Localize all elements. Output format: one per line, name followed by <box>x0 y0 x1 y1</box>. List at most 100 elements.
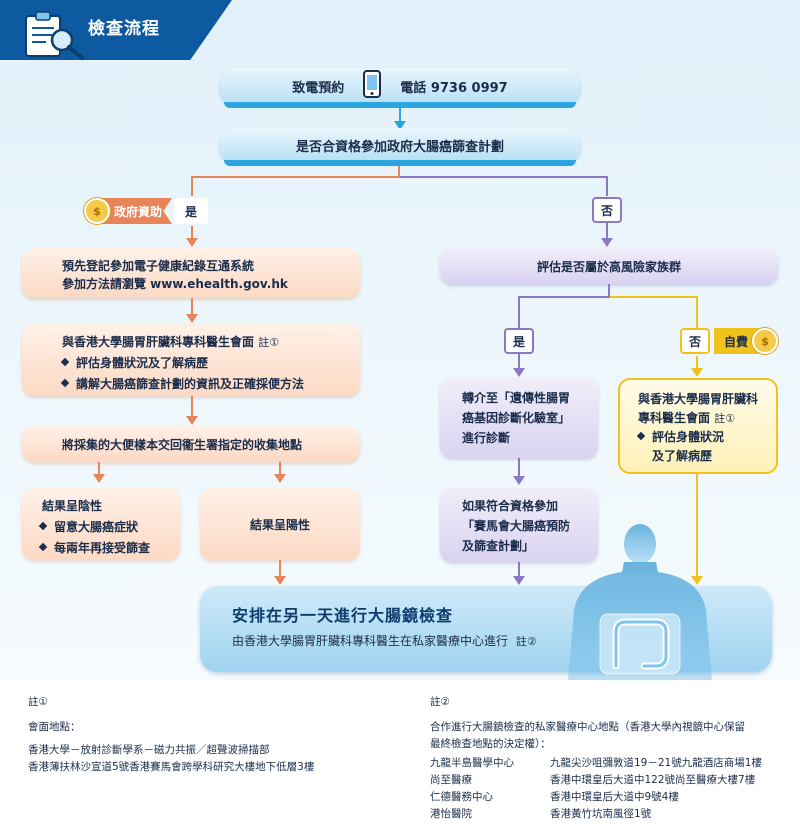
high-risk-box: 評估是否屬於高風險家族群 <box>440 248 778 284</box>
note-label: 註① <box>28 696 48 708</box>
result-positive-box: 結果呈陽性 <box>200 488 360 560</box>
arrow <box>513 368 525 377</box>
referral-line: 進行診斷 <box>462 431 511 445</box>
result-negative-box: 結果呈陰性 留意大腸癌症狀 每兩年再接受篩查 <box>22 488 180 560</box>
consult-left-title: 與香港大學腸胃肝臟科專科醫生會面 <box>62 335 255 349</box>
jc-line: 「賽馬會大腸癌預防 <box>462 519 571 533</box>
note-ref: 註① <box>714 412 736 425</box>
connector <box>518 562 520 578</box>
arrow <box>186 238 198 247</box>
page-title: 檢查流程 <box>88 19 160 39</box>
referral-line: 轉介至「遺傳性腸胃 <box>462 391 571 405</box>
note-line: 香港薄扶林沙宣道5號香港賽馬會跨學科研究大樓地下低層3樓 <box>28 761 315 773</box>
self-pay-tag: 否 自費 $ <box>680 326 790 356</box>
centre-address: 香港中環皇后大道中9號4樓 <box>550 791 679 803</box>
centre-address: 九龍尖沙咀彌敦道19－21號九龍酒店商場1樓 <box>550 757 762 769</box>
no-label: 否 <box>592 197 622 223</box>
centre-name: 港怡醫院 <box>430 808 472 820</box>
final-sub: 由香港大學腸胃肝臟科專科醫生在私家醫療中心進行 <box>232 634 509 648</box>
connector <box>518 458 520 478</box>
connector <box>400 176 608 178</box>
list-item: 及了解病歷 <box>652 449 713 463</box>
connector <box>518 296 610 298</box>
flowchart: 檢查流程 致電預約 電話 9736 0997 是否合資格參加政府大腸癌篩查計劃 … <box>0 0 800 680</box>
booking-label: 致電預約 <box>292 80 345 96</box>
jc-line: 如果符合資格參加 <box>462 499 559 513</box>
arrow <box>513 576 525 585</box>
result-negative-title: 結果呈陰性 <box>42 499 103 513</box>
list-item: 評估身體狀況 <box>652 430 725 444</box>
consult-right-line: 與香港大學腸胃肝臟科 <box>638 392 759 406</box>
connector <box>696 474 698 578</box>
jc-scheme-box: 如果符合資格參加 「賽馬會大腸癌預防 及篩查計劃」 <box>440 488 598 562</box>
subsidy-label: 政府資助 <box>100 198 173 224</box>
connector <box>398 162 400 177</box>
connector <box>191 396 193 418</box>
stool-sample-text: 將採集的大便樣本交回衞生署指定的收集地點 <box>62 437 303 452</box>
list-item: 港怡醫院香港黃竹坑南風徑1號 <box>430 806 794 823</box>
bullet-icon <box>636 431 646 441</box>
high-risk-text: 評估是否屬於高風險家族群 <box>536 259 681 274</box>
connector <box>610 296 698 298</box>
coin-icon: $ <box>752 328 779 354</box>
ehealth-box: 預先登記參加電子健康紀錄互通系統 參加方法請瀏覽 www.ehealth.gov… <box>22 248 360 298</box>
eligibility-box: 是否合資格參加政府大腸癌篩查計劃 <box>220 128 580 166</box>
subsidy-tag: $ 政府資助 是 <box>84 196 214 226</box>
list-item: 尚至醫療 香港中環皇后大道中122號尚至醫療大樓7樓 <box>430 772 794 789</box>
arrow <box>274 474 286 483</box>
connector <box>518 354 520 370</box>
connector <box>279 560 281 578</box>
booking-box: 致電預約 電話 9736 0997 <box>220 68 580 108</box>
booking-phone: 電話 9736 0997 <box>400 80 508 96</box>
connector <box>606 176 608 196</box>
connector <box>191 176 400 178</box>
centre-name: 仁德醫務中心 <box>430 791 493 803</box>
consult-right-box: 與香港大學腸胃肝臟科 專科醫生會面 註① 評估身體狀況 及了解病歷 <box>618 378 778 474</box>
centre-name: 尚至醫療 <box>430 774 472 786</box>
bullet-icon <box>60 378 70 388</box>
arrow <box>513 476 525 485</box>
ehealth-sub: 參加方法請瀏覽 www.ehealth.gov.hk <box>62 277 288 291</box>
connector <box>518 296 520 328</box>
bullet-icon <box>60 357 70 367</box>
connector <box>191 176 193 196</box>
note-heading: 會面地點： <box>28 721 81 733</box>
eligibility-text: 是否合資格參加政府大腸癌篩查計劃 <box>295 139 504 155</box>
consult-right-line: 專科醫生會面 <box>638 411 711 425</box>
connector <box>606 223 608 240</box>
bullet-icon <box>38 521 48 531</box>
result-positive-text: 結果呈陽性 <box>249 517 310 532</box>
arrow <box>186 416 198 425</box>
list-item: 留意大腸癌症狀 <box>54 520 139 534</box>
final-title: 安排在另一天進行大腸鏡檢查 <box>232 606 454 625</box>
note-heading: 合作進行大腸鏡檢查的私家醫療中心地點（香港大學內視鏡中心保留 <box>430 721 745 733</box>
arrow <box>186 314 198 323</box>
coin-icon: $ <box>84 198 110 224</box>
list-item: 仁德醫務中心 香港中環皇后大道中9號4樓 <box>430 789 794 806</box>
consult-left-box: 與香港大學腸胃肝臟科專科醫生會面 註① 評估身體狀況及了解病歷 講解大腸癌篩查計… <box>22 324 360 396</box>
referral-line: 癌基因診斷化驗室」 <box>462 411 571 425</box>
centre-address: 香港中環皇后大道中122號尚至醫療大樓7樓 <box>550 774 756 786</box>
arrow <box>601 238 613 247</box>
bullet-icon <box>38 542 48 552</box>
note-label: 註② <box>430 696 450 708</box>
connector <box>98 462 100 476</box>
note-ref: 註② <box>515 635 537 648</box>
list-item: 評估身體狀況及了解病歷 <box>76 356 209 370</box>
connector <box>696 356 698 370</box>
risk-no-label: 否 <box>680 328 710 354</box>
phone-icon <box>362 69 382 103</box>
arrow <box>93 474 105 483</box>
note-line: 香港大學－放射診斷學系－磁力共振／超聲波掃描部 <box>28 744 270 756</box>
ehealth-title: 預先登記參加電子健康紀錄互通系統 <box>62 259 255 273</box>
note-1: 註① 會面地點： 香港大學－放射診斷學系－磁力共振／超聲波掃描部 香港薄扶林沙宣… <box>28 694 388 776</box>
arrow <box>691 368 703 377</box>
arrow <box>274 576 286 585</box>
list-item: 九龍半島醫學中心 九龍尖沙咀彌敦道19－21號九龍酒店商場1樓 <box>430 755 794 772</box>
stool-sample-box: 將採集的大便樣本交回衞生署指定的收集地點 <box>22 426 360 462</box>
note-ref: 註① <box>258 336 280 349</box>
yes-label: 是 <box>174 198 209 224</box>
note-2: 註② 合作進行大腸鏡檢查的私家醫療中心地點（香港大學內視鏡中心保留 最終檢查地點… <box>430 694 794 823</box>
centre-name: 九龍半島醫學中心 <box>430 757 514 769</box>
arrow <box>394 121 406 130</box>
